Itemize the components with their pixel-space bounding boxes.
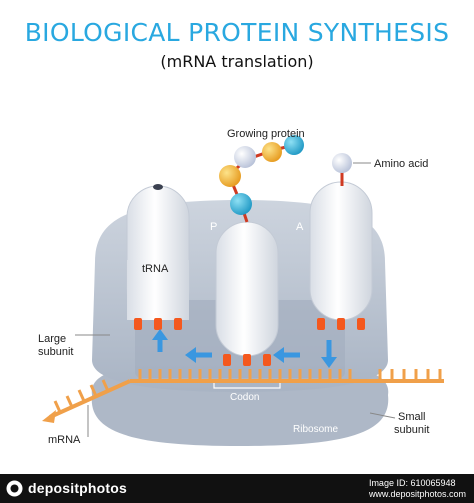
codon-bracket: [213, 383, 281, 389]
label-ribosome: Ribosome: [293, 424, 338, 435]
label-large-subunit-1: Large: [38, 333, 66, 345]
label-site-a: A: [296, 221, 304, 233]
trna-right: [309, 181, 373, 330]
label-codon: Codon: [230, 392, 259, 403]
leader-lines: [75, 334, 396, 437]
footer-site: www.depositphotos.com: [368, 489, 466, 499]
trna-middle: [215, 221, 279, 366]
depositphotos-logo-icon: [6, 480, 23, 497]
mrna-strand: [42, 369, 444, 423]
label-small-subunit-1: Small: [398, 411, 426, 423]
label-amino-acid: Amino acid: [374, 158, 428, 170]
label-trna: tRNA: [142, 263, 169, 275]
footer-brand: depositphotos: [28, 480, 128, 496]
movement-arrows: [152, 329, 337, 368]
page-title: BIOLOGICAL PROTEIN SYNTHESIS: [24, 18, 450, 47]
amino-acid: [332, 153, 371, 186]
label-mrna: mRNA: [48, 434, 81, 446]
label-growing-protein: Growing protein: [227, 128, 305, 140]
label-large-subunit-2: subunit: [38, 346, 73, 358]
footer-image-info: Image ID: 610065948 www.depositphotos.co…: [369, 478, 466, 500]
label-site-p: P: [210, 221, 217, 233]
growing-protein-chain: [219, 135, 304, 223]
protein-synthesis-diagram: Growing protein Amino acid tRNA P A Larg…: [38, 128, 444, 446]
footer-image-id: Image ID: 610065948: [368, 478, 456, 488]
trna-left: [126, 184, 190, 330]
footer-bar: depositphotos Image ID: 610065948 www.de…: [0, 474, 474, 503]
label-small-subunit-2: subunit: [394, 424, 429, 436]
page-subtitle: (mRNA translation): [160, 52, 314, 71]
